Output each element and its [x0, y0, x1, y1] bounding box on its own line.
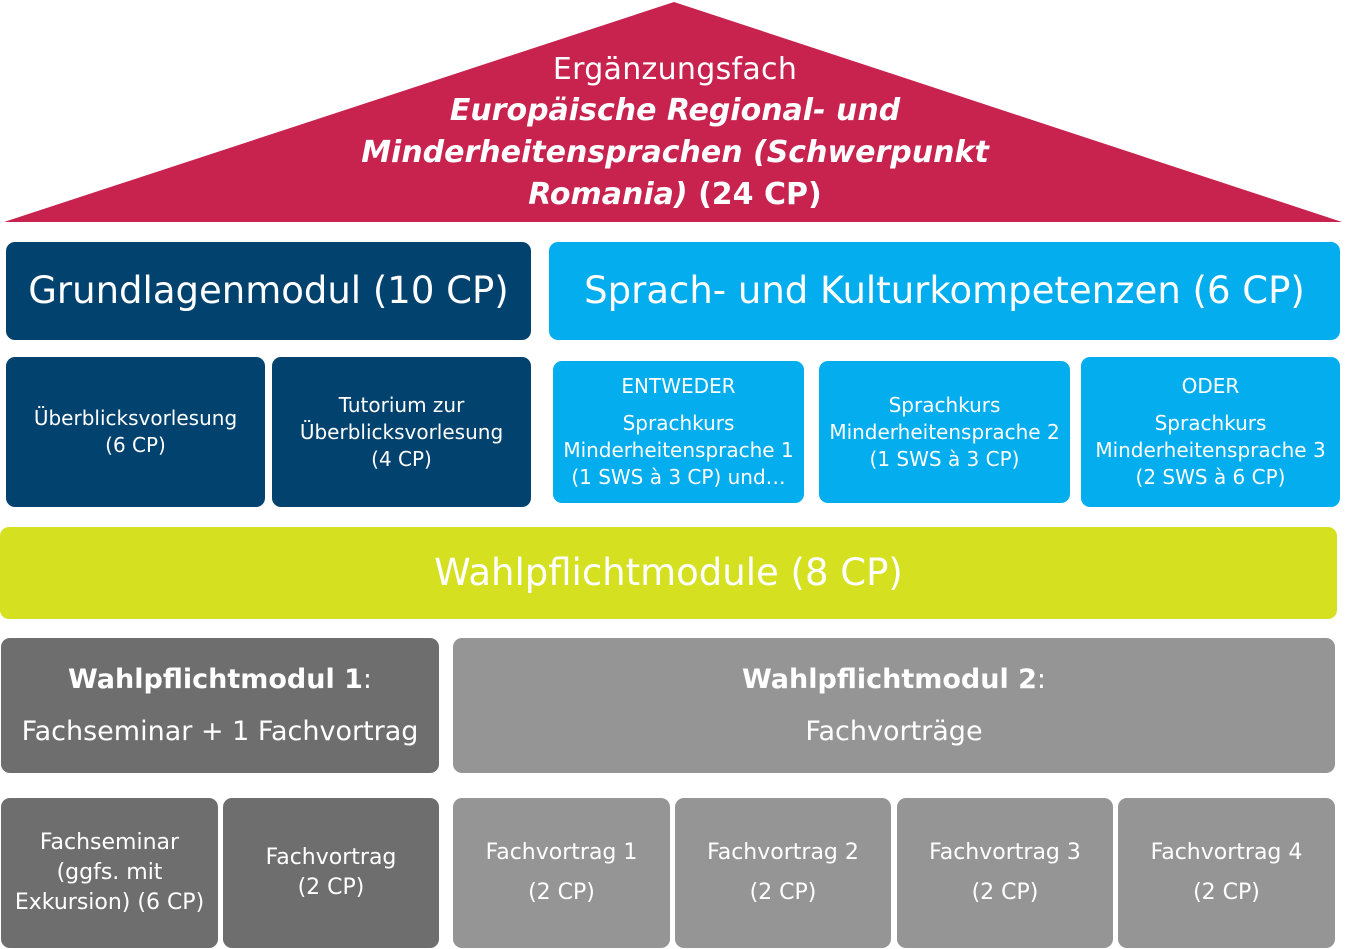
- wpm2-item-4-line-2: (2 CP): [1193, 880, 1260, 905]
- wpm2-item-4-line-1: Fachvortrag 4: [1150, 840, 1303, 865]
- wpm1-item-1-line-2: (ggfs. mit: [56, 860, 163, 885]
- wpm1-subtitle: Fachseminar + 1 Fachvortrag: [21, 715, 419, 747]
- wpm2-item-1: Fachvortrag 1 (2 CP): [453, 798, 670, 948]
- wpm2-colon: :: [1036, 663, 1047, 695]
- wpm2-item-1-line-1: Fachvortrag 1: [485, 840, 638, 865]
- wpm2-item-3-line-2: (2 CP): [971, 880, 1039, 905]
- sprach-item-3-line-3: Minderheitensprache 3: [1095, 438, 1326, 462]
- wpm1-title: Wahlpflichtmodul 1: [67, 663, 363, 695]
- roof-title-line-3: Romania) (24 CP): [280, 174, 1070, 216]
- wpm1-colon: :: [362, 663, 373, 695]
- wpm2-title: Wahlpflichtmodul 2: [741, 663, 1037, 695]
- sprach-item-2-line-2: Minderheitensprache 2: [829, 419, 1060, 444]
- sprach-item-2: Sprachkurs Minderheitensprache 2 (1 SWS …: [819, 361, 1070, 503]
- sprach-item-3: ODER Sprachkurs Minderheitensprache 3 (2…: [1081, 357, 1340, 507]
- wpm2-header: Wahlpflichtmodul 2: Fachvorträge: [453, 638, 1335, 773]
- wpm2-item-2-line-1: Fachvortrag 2: [707, 840, 859, 865]
- grundlagen-item-2: Tutorium zur Überblicksvorlesung (4 CP): [272, 357, 531, 507]
- grundlagen-item-2-line-2: Überblicksvorlesung: [299, 419, 504, 444]
- roof-text: Ergänzungsfach Europäische Regional- und…: [280, 50, 1070, 216]
- sprach-item-3-line-4: (2 SWS à 6 CP): [1135, 465, 1286, 489]
- sprach-item-3-line-1: ODER: [1181, 374, 1240, 398]
- wpm2-item-4: Fachvortrag 4 (2 CP): [1118, 798, 1335, 948]
- grundlagen-item-1-line-2: (6 CP): [105, 433, 166, 457]
- wpm2-item-2: Fachvortrag 2 (2 CP): [675, 798, 891, 948]
- grundlagen-header: Grundlagenmodul (10 CP): [6, 242, 531, 340]
- wpm1-header: Wahlpflichtmodul 1: Fachseminar + 1 Fach…: [1, 638, 439, 773]
- sprach-item-1-line-1: ENTWEDER: [621, 374, 736, 398]
- wahlpflicht-header: Wahlpflichtmodule (8 CP): [0, 527, 1337, 619]
- roof-subtitle: Ergänzungsfach: [552, 52, 798, 87]
- wpm2-subtitle: Fachvorträge: [805, 715, 983, 747]
- sprach-item-3-line-2: Sprachkurs: [1154, 411, 1267, 435]
- sprach-item-1: ENTWEDER Sprachkurs Minderheitensprache …: [553, 361, 804, 503]
- grundlagen-item-1: Überblicksvorlesung (6 CP): [6, 357, 265, 507]
- wpm2-title-line: Wahlpflichtmodul 2:: [742, 654, 1046, 706]
- grundlagen-item-1-line-1: Überblicksvorlesung: [33, 406, 238, 430]
- sprach-item-1-line-2: Sprachkurs: [622, 411, 735, 435]
- roof-title-line-2: Minderheitensprachen (Schwerpunkt: [361, 135, 989, 170]
- sprach-item-1-line-3: Minderheitensprache 1: [563, 438, 794, 462]
- wpm1-item-1-line-1: Fachseminar: [39, 830, 180, 855]
- roof-title-last: Romania): [528, 177, 688, 212]
- sprach-header: Sprach- und Kulturkompetenzen (6 CP): [549, 242, 1340, 340]
- roof-credits: (24 CP): [698, 177, 822, 212]
- grundlagen-item-2-line-1: Tutorium zur: [338, 392, 465, 417]
- sprach-item-2-line-1: Sprachkurs: [888, 392, 1001, 417]
- grundlagen-item-2-line-3: (4 CP): [371, 446, 432, 471]
- wpm2-item-2-line-2: (2 CP): [749, 880, 817, 905]
- sprach-item-1-line-4: (1 SWS à 3 CP) und…: [571, 465, 786, 489]
- grundlagen-header-label: Grundlagenmodul (10 CP): [28, 269, 509, 312]
- wpm1-item-1: Fachseminar (ggfs. mit Exkursion) (6 CP): [1, 798, 218, 948]
- roof-triangle: [4, 2, 1342, 222]
- wpm2-item-3-line-1: Fachvortrag 3: [929, 840, 1081, 865]
- wahlpflicht-header-label: Wahlpflichtmodule (8 CP): [434, 551, 903, 594]
- wpm1-item-2-line-2: (2 CP): [297, 875, 365, 900]
- wpm2-item-3: Fachvortrag 3 (2 CP): [897, 798, 1113, 948]
- wpm1-title-line: Wahlpflichtmodul 1:: [68, 654, 372, 706]
- wpm1-item-1-line-3: Exkursion) (6 CP): [14, 890, 205, 915]
- wpm1-item-2: Fachvortrag (2 CP): [223, 798, 439, 948]
- sprach-header-label: Sprach- und Kulturkompetenzen (6 CP): [584, 269, 1305, 312]
- wpm1-item-2-line-1: Fachvortrag: [265, 845, 397, 870]
- roof: Ergänzungsfach Europäische Regional- und…: [0, 0, 1349, 230]
- sprach-item-2-line-3: (1 SWS à 3 CP): [869, 446, 1020, 471]
- roof-title-line-1: Europäische Regional- und: [449, 93, 901, 128]
- wpm2-item-1-line-2: (2 CP): [528, 880, 595, 905]
